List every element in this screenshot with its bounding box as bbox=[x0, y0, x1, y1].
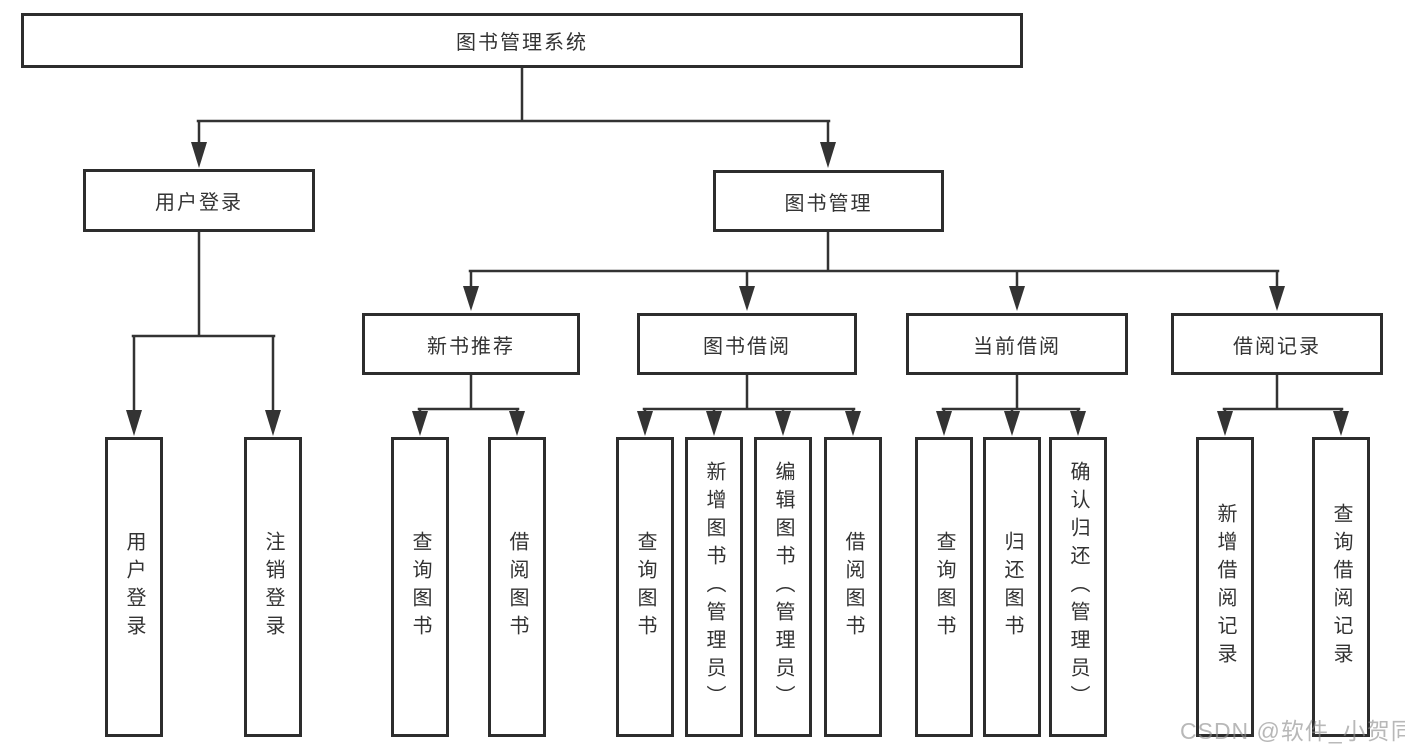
leaf-add-borrow-record-label: 新增借阅记录 bbox=[1214, 503, 1236, 671]
node-current-borrow: 当前借阅 bbox=[906, 313, 1128, 375]
leaf-query-book-recommend: 查询图书 bbox=[391, 437, 449, 737]
leaf-confirm-return-admin: 确认归还（管理员） bbox=[1049, 437, 1107, 737]
connector-new-book-recommend-to-leaves bbox=[412, 373, 525, 436]
leaf-borrow-book-label: 借阅图书 bbox=[842, 531, 864, 643]
leaf-query-borrow-record-label: 查询借阅记录 bbox=[1330, 503, 1352, 671]
node-book-borrow: 图书借阅 bbox=[637, 313, 857, 375]
csdn-watermark: CSDN @软件_小贺同学 bbox=[1180, 718, 1405, 744]
leaf-return-book: 归还图书 bbox=[983, 437, 1041, 737]
leaf-logout: 注销登录 bbox=[244, 437, 302, 737]
node-current-borrow-label: 当前借阅 bbox=[973, 335, 1061, 358]
node-new-book-recommend: 新书推荐 bbox=[362, 313, 580, 375]
node-borrow-records-label: 借阅记录 bbox=[1233, 335, 1321, 358]
connector-book-borrow-to-leaves bbox=[637, 373, 861, 436]
connector-borrow-records-to-leaves bbox=[1217, 373, 1349, 436]
leaf-user-login-label: 用户登录 bbox=[123, 531, 145, 643]
leaf-query-book-borrow: 查询图书 bbox=[616, 437, 674, 737]
leaf-edit-book-admin: 编辑图书（管理员） bbox=[754, 437, 812, 737]
leaf-borrow-book: 借阅图书 bbox=[824, 437, 882, 737]
leaf-add-borrow-record: 新增借阅记录 bbox=[1196, 437, 1254, 737]
leaf-query-book-borrow-label: 查询图书 bbox=[634, 531, 656, 643]
leaf-logout-label: 注销登录 bbox=[262, 531, 284, 643]
leaf-query-book-current: 查询图书 bbox=[915, 437, 973, 737]
leaf-add-book-admin-label: 新增图书（管理员） bbox=[703, 461, 725, 713]
node-borrow-records: 借阅记录 bbox=[1171, 313, 1383, 375]
leaf-edit-book-admin-label: 编辑图书（管理员） bbox=[772, 461, 794, 713]
node-root: 图书管理系统 bbox=[21, 13, 1023, 68]
leaf-return-book-label: 归还图书 bbox=[1001, 531, 1023, 643]
node-user-login-group-label: 用户登录 bbox=[155, 192, 243, 214]
node-book-borrow-label: 图书借阅 bbox=[703, 335, 791, 358]
connector-book-management-to-level3 bbox=[463, 230, 1285, 311]
leaf-add-book-admin: 新增图书（管理员） bbox=[685, 437, 743, 737]
leaf-query-book-recommend-label: 查询图书 bbox=[409, 531, 431, 643]
connector-root-to-level2 bbox=[191, 66, 836, 168]
leaf-query-book-current-label: 查询图书 bbox=[933, 531, 955, 643]
node-book-management-label: 图书管理 bbox=[784, 192, 873, 215]
leaf-user-login: 用户登录 bbox=[105, 437, 163, 737]
node-user-login-group: 用户登录 bbox=[83, 169, 315, 232]
node-book-management: 图书管理 bbox=[713, 170, 944, 232]
leaf-borrow-book-recommend-label: 借阅图书 bbox=[506, 531, 528, 643]
connector-current-borrow-to-leaves bbox=[936, 373, 1086, 436]
leaf-query-borrow-record: 查询借阅记录 bbox=[1312, 437, 1370, 737]
leaf-borrow-book-recommend: 借阅图书 bbox=[488, 437, 546, 737]
connector-user-login-to-leaves bbox=[126, 230, 281, 436]
node-root-label: 图书管理系统 bbox=[456, 32, 588, 54]
node-new-book-recommend-label: 新书推荐 bbox=[427, 335, 515, 358]
leaf-confirm-return-admin-label: 确认归还（管理员） bbox=[1067, 461, 1089, 713]
